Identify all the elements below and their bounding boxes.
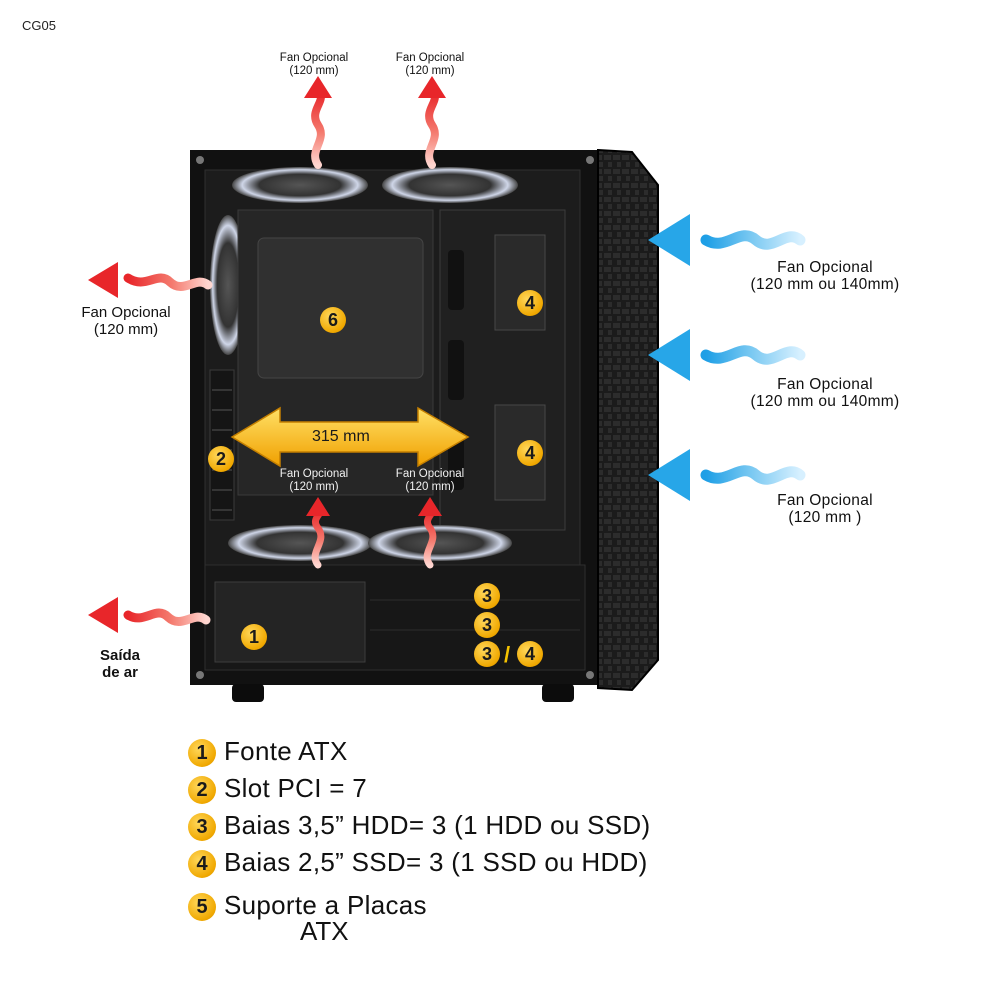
marker-hdd-bay-3: 3 bbox=[474, 641, 500, 667]
legend-badge: 5 bbox=[188, 893, 216, 921]
marker-ssd-bay-1: 4 bbox=[517, 290, 543, 316]
front-fan-2-label: Fan Opcional(120 mm ou 140mm) bbox=[750, 376, 900, 411]
cable-slot-1 bbox=[448, 250, 464, 310]
foot-left bbox=[232, 684, 264, 702]
bottom-fan-1 bbox=[228, 525, 372, 561]
legend-badge: 1 bbox=[188, 739, 216, 767]
foot-right bbox=[542, 684, 574, 702]
psu-exhaust-arrow bbox=[88, 597, 211, 633]
bottom-intake-arrow-1 bbox=[306, 497, 330, 569]
top-exhaust-arrow-2 bbox=[418, 76, 446, 169]
model-code: CG05 bbox=[22, 18, 56, 33]
top-fan-1 bbox=[232, 167, 368, 203]
legend-badge: 2 bbox=[188, 776, 216, 804]
front-fan-3-label: Fan Opcional(120 mm ) bbox=[777, 492, 873, 527]
cable-slot-2 bbox=[448, 340, 464, 400]
top-fan-2 bbox=[382, 167, 518, 203]
bottom-fan-1-label: Fan Opcional(120 mm) bbox=[279, 468, 349, 493]
legend-text: Baias 2,5” SSD= 3 (1 SSD ou HDD) bbox=[224, 847, 648, 877]
legend-badge: 3 bbox=[188, 813, 216, 841]
legend-text-continued: ATX bbox=[300, 916, 349, 946]
front-intake-arrow-1 bbox=[648, 214, 806, 266]
top-fan-1-label: Fan Opcional(120 mm) bbox=[279, 52, 349, 77]
front-mesh-panel bbox=[597, 148, 659, 692]
pci-slots bbox=[209, 369, 235, 521]
legend-text: Fonte ATX bbox=[224, 736, 348, 766]
bottom-fan-2-label: Fan Opcional(120 mm) bbox=[395, 468, 465, 493]
legend-text: Baias 3,5” HDD= 3 (1 HDD ou SSD) bbox=[224, 810, 651, 840]
bottom-intake-arrow-2 bbox=[418, 497, 442, 569]
rear-fan bbox=[210, 215, 246, 355]
marker-slash: / bbox=[504, 642, 511, 667]
front-intake-arrow-3 bbox=[648, 449, 806, 501]
marker-pci: 2 bbox=[208, 446, 234, 472]
psu-opening bbox=[214, 581, 366, 663]
bottom-fan-2 bbox=[368, 525, 512, 561]
top-fan-2-label: Fan Opcional(120 mm) bbox=[395, 52, 465, 77]
marker-psu: 1 bbox=[241, 624, 267, 650]
rear-fan-label: Fan Opcional(120 mm) bbox=[81, 304, 171, 338]
gpu-length-label: 315 mm bbox=[312, 428, 370, 445]
front-fan-1-label: Fan Opcional(120 mm ou 140mm) bbox=[750, 259, 900, 294]
marker-hdd-bay-2: 3 bbox=[474, 612, 500, 638]
gpu-length-arrow bbox=[230, 406, 470, 468]
ssd-bay-top bbox=[494, 234, 546, 331]
marker-motherboard: 6 bbox=[320, 307, 346, 333]
rear-exhaust-arrow bbox=[88, 262, 213, 298]
front-intake-arrow-2 bbox=[648, 329, 806, 381]
marker-ssd-bay-2: 4 bbox=[517, 440, 543, 466]
marker-hdd-bay-1: 3 bbox=[474, 583, 500, 609]
top-exhaust-arrow-1 bbox=[304, 76, 332, 169]
marker-ssd-bay-3: 4 bbox=[517, 641, 543, 667]
legend-text: Suporte a Placas bbox=[224, 890, 427, 920]
legend-badge: 4 bbox=[188, 850, 216, 878]
legend-text: Slot PCI = 7 bbox=[224, 773, 368, 803]
cpu-cutout bbox=[257, 237, 424, 379]
